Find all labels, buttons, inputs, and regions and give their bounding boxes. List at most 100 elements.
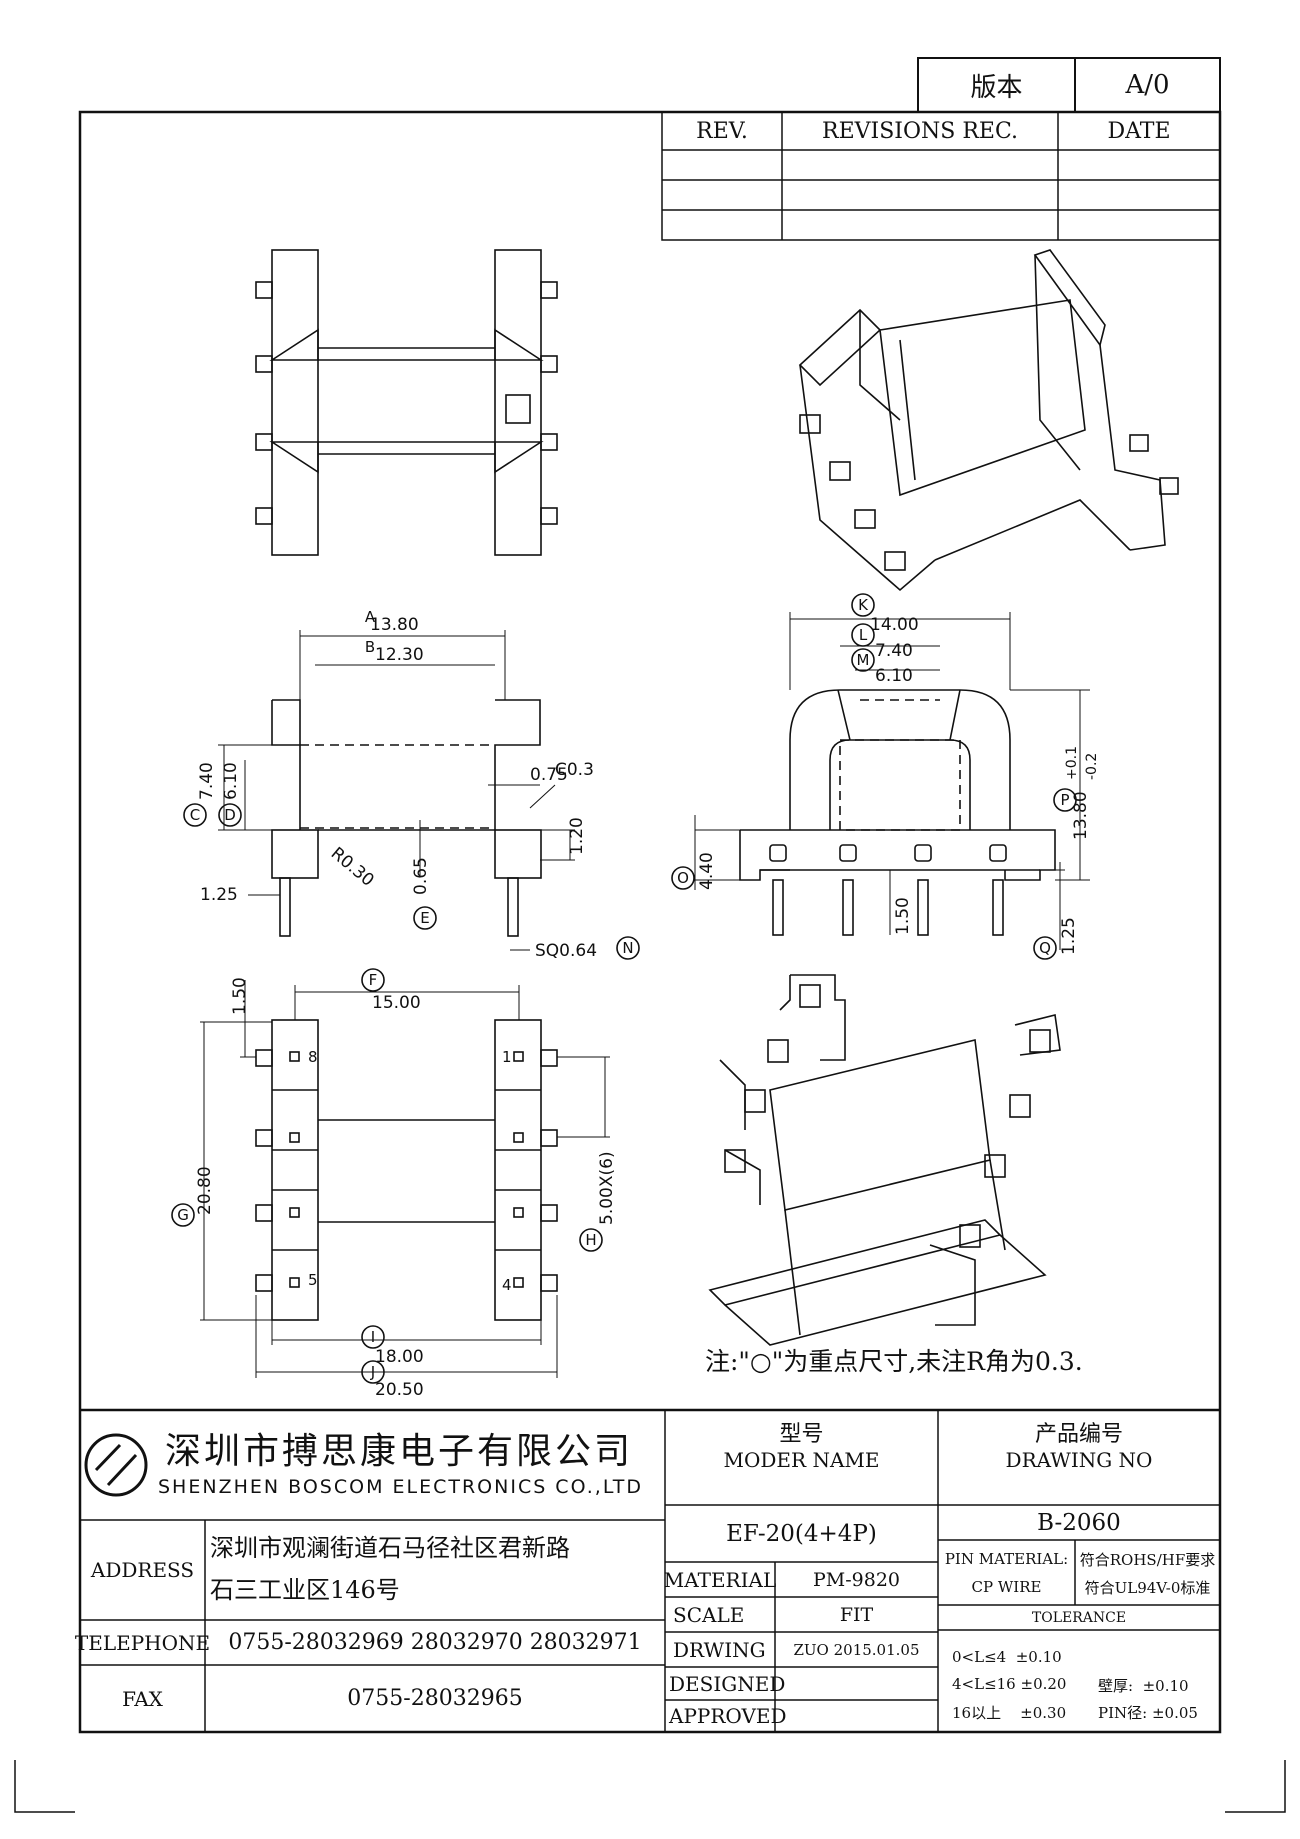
cp-wire-label: CP WIRE: [971, 1578, 1042, 1596]
ref-b: B: [365, 638, 375, 656]
dim-e-value: 0.65: [411, 857, 431, 895]
tolerance-title: TOLERANCE: [1031, 1609, 1127, 1626]
revisions-rec-header: REVISIONS REC.: [822, 118, 1018, 144]
ref-q: Q: [1039, 939, 1051, 957]
dim-h-value: 5.00X(6): [597, 1151, 617, 1225]
company-name-cn: 深圳市搏思康电子有限公司: [165, 1431, 634, 1472]
dim-m-value: 6.10: [875, 666, 913, 686]
version-value: A/0: [1125, 70, 1170, 100]
address-label: ADDRESS: [90, 1558, 195, 1582]
ref-p: P: [1060, 791, 1069, 809]
dim-i-value: 18.00: [375, 1347, 424, 1367]
pin-label-5: 5: [308, 1271, 318, 1289]
fax-label: FAX: [122, 1686, 163, 1711]
approved-value: [775, 1700, 938, 1732]
approved-label: APPROVED: [669, 1704, 787, 1728]
dim-a-value: 13.80: [370, 615, 419, 635]
dim-h150a: 1.50: [893, 897, 913, 935]
ref-l: L: [859, 626, 868, 644]
scale-value: FIT: [839, 1603, 874, 1626]
ref-o: O: [677, 869, 689, 887]
pin-material-label: PIN MATERIAL:: [944, 1550, 1069, 1568]
material-label: MATERIAL: [663, 1567, 777, 1592]
company-logo: [84, 1433, 148, 1497]
bottom-plan-view: [171, 968, 610, 1384]
tolerance-row3: 16以上 ±0.30: [952, 1704, 1067, 1722]
dim-c03: C0.3: [555, 760, 594, 780]
crop-marks: [14, 1760, 1286, 1813]
material-value: PM-9820: [812, 1568, 900, 1591]
designed-label: DESIGNED: [669, 1671, 786, 1696]
telephone-value: 0755-28032969 28032970 28032971: [228, 1630, 642, 1655]
drawing-frame: [78, 110, 1222, 1734]
designed-value: [775, 1667, 938, 1700]
rev-header: REV.: [696, 118, 748, 144]
ref-a: A: [365, 608, 376, 626]
tolerance-row2: 4<L≤16 ±0.20: [952, 1675, 1067, 1693]
dim-tol-up: +0.1: [1064, 746, 1080, 780]
revision-table: [661, 111, 1221, 241]
pin-label-1: 1: [502, 1048, 512, 1066]
dim-j-value: 20.50: [375, 1380, 424, 1400]
dim-d-value: 6.10: [221, 762, 241, 800]
ref-h: H: [585, 1231, 596, 1249]
drawing-note: 注:"○"为重点尺寸,未注R角为0.3.: [705, 1347, 1083, 1376]
ref-d: D: [224, 806, 236, 824]
dim-p125a: 1.25: [200, 885, 238, 905]
telephone-label: TELEPHONE: [74, 1630, 211, 1655]
dim-h120: 1.20: [567, 817, 587, 855]
dim-l-value: 7.40: [875, 641, 913, 661]
address-line1: 深圳市观澜街道石马径社区君新路: [210, 1534, 570, 1562]
date-header: DATE: [1107, 118, 1171, 144]
isometric-view-top: [798, 249, 1179, 592]
scale-label: SCALE: [673, 1602, 745, 1627]
drwing-label: DRWING: [673, 1637, 766, 1662]
pin-label-4: 4: [502, 1276, 512, 1294]
side-elevation-view: [183, 630, 640, 960]
dim-q-value: 1.25: [1059, 917, 1079, 955]
pin-label-8: 8: [308, 1048, 318, 1066]
tolerance-pin: PIN径: ±0.05: [1098, 1704, 1198, 1722]
ref-i: I: [371, 1328, 375, 1346]
dim-c-value: 7.40: [197, 762, 217, 800]
company-name-en: SHENZHEN BOSCOM ELECTRONICS CO.,LTD: [158, 1476, 644, 1498]
top-plan-view: [255, 249, 558, 556]
model-label-en: MODER NAME: [723, 1448, 880, 1472]
ref-m: M: [857, 651, 870, 669]
drawing-no-label-cn: 产品编号: [1034, 1422, 1123, 1447]
dim-o-value: 4.40: [697, 852, 717, 890]
dim-h150b: 1.50: [230, 977, 250, 1015]
model-label-cn: 型号: [779, 1422, 824, 1447]
dim-k-value: 14.00: [870, 615, 919, 635]
ref-c: C: [190, 806, 200, 824]
dim-tol-dn: -0.2: [1084, 753, 1100, 780]
version-label: 版本: [970, 72, 1023, 103]
drawing-no-value: B-2060: [1037, 1509, 1121, 1536]
rohs-requirement: 符合ROHS/HF要求: [1079, 1550, 1216, 1569]
dim-t075: 0.75: [530, 765, 568, 785]
title-block: [80, 1408, 1220, 1732]
ref-e: E: [420, 909, 429, 927]
dim-b-value: 12.30: [375, 645, 424, 665]
ref-g: G: [177, 1206, 189, 1224]
dim-p-value: 13.80: [1071, 791, 1091, 840]
drwing-value: ZUO 2015.01.05: [793, 1640, 920, 1659]
isometric-view-bottom: [708, 974, 1061, 1346]
ul94-requirement: 符合UL94V-0标准: [1084, 1578, 1211, 1597]
dim-f-value: 15.00: [372, 993, 421, 1013]
dim-r030: R0.30: [327, 844, 378, 891]
drawing-no-label-en: DRAWING NO: [1005, 1448, 1153, 1472]
ref-j: J: [370, 1363, 375, 1381]
dim-sq: SQ0.64: [535, 941, 597, 961]
tolerance-row1: 0<L≤4 ±0.10: [952, 1648, 1062, 1666]
model-value: EF-20(4+4P): [726, 1520, 877, 1547]
ref-k: K: [858, 596, 869, 614]
tolerance-wall: 壁厚: ±0.10: [1098, 1677, 1189, 1695]
dim-g-value: 20.80: [195, 1166, 215, 1215]
ref-f: F: [369, 971, 378, 989]
ref-n: N: [622, 939, 633, 957]
fax-value: 0755-28032965: [347, 1686, 523, 1711]
front-elevation-view: [671, 593, 1090, 960]
address-line2: 石三工业区146号: [210, 1576, 400, 1604]
